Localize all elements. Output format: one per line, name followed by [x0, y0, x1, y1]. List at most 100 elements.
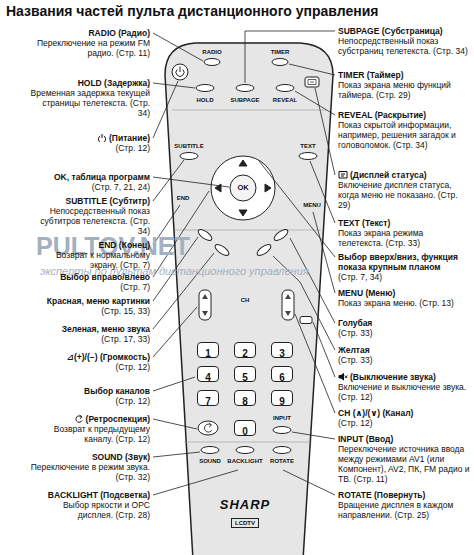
- part-name: (Ретроспекция): [86, 414, 150, 424]
- callout: SOUND (Звук)Переключение в режим звука. …: [28, 452, 150, 482]
- callout-heading: (Дисплей статуса): [338, 170, 470, 180]
- part-name: Зеленая, меню звука: [62, 324, 150, 334]
- blue-button: [272, 228, 289, 243]
- button-label: BACKLIGHT: [227, 458, 262, 464]
- rocker-marks: [202, 294, 291, 316]
- number-key: 5: [234, 366, 256, 382]
- brand-name: SHARP: [220, 497, 271, 512]
- leader-line: [153, 377, 195, 391]
- subtitle-button: [180, 153, 198, 160]
- button-label: INPUT: [273, 415, 291, 421]
- callout-body: (Стр. 7, 21, 24): [28, 182, 150, 192]
- callout-heading: (Питание): [28, 133, 150, 143]
- part-description: Возврат к нормальному экрану. (Стр. 7): [56, 250, 150, 270]
- callout-body: (Стр. 7): [28, 282, 150, 292]
- key-digit: 3: [279, 347, 285, 361]
- callout: MENU (Меню)Показ экрана меню. (Стр. 13): [338, 288, 470, 308]
- callout-heading: SUBTITLE (Субтитр): [28, 196, 150, 206]
- leader-line: [295, 314, 335, 413]
- number-key: 3: [271, 342, 293, 358]
- part-description: (Стр. 17, 33): [101, 334, 150, 344]
- symbol-stroke: [98, 134, 105, 142]
- callout-heading: REVEAL (Раскрытие): [338, 110, 470, 120]
- callout-heading: Зеленая, меню звука: [28, 324, 150, 334]
- part-name: ROTATE (Повернуть): [338, 490, 425, 500]
- part-description: Временная задержка текущей страницы теле…: [31, 88, 150, 118]
- flashback-symbol: [204, 423, 212, 432]
- leader-line: [290, 238, 335, 323]
- flashback-button: [198, 421, 218, 435]
- leader-line: [153, 83, 195, 88]
- callout: (Питание)(Стр. 12): [28, 133, 150, 153]
- callout: Красная, меню картинки(Стр. 15, 33): [28, 296, 150, 316]
- leader-line: [153, 81, 178, 138]
- key-digit: 7: [205, 395, 211, 409]
- leader-line: [245, 31, 335, 83]
- part-name: (Питание): [109, 133, 150, 143]
- radio-button: [204, 59, 220, 66]
- part-description: Выбор яркости и OPC дисплея. (Стр. 28): [63, 500, 150, 520]
- leader-line: [153, 160, 184, 201]
- callout-body: Показ экрана меню. (Стр. 13): [338, 298, 470, 308]
- part-name: (Выключение звука): [350, 372, 436, 382]
- part-description: (Стр. 12): [115, 362, 150, 372]
- leader-line: [313, 322, 335, 377]
- callout: TEXT (Текст)Показ экрана режима телетекс…: [338, 218, 470, 248]
- part-name: MENU (Меню): [338, 288, 395, 298]
- callout-body: (Стр. 12): [28, 362, 150, 372]
- callout-heading: OK, таблица программ: [28, 172, 150, 182]
- callout-heading: SUBPAGE (Субстраница): [338, 26, 470, 36]
- callout-heading: Голубая: [338, 318, 470, 328]
- callout-heading: TEXT (Текст): [338, 218, 470, 228]
- callout-heading: INPUT (Ввод): [338, 434, 470, 444]
- symbol-stroke: [79, 415, 81, 418]
- part-description: (Стр. 7, 34): [338, 272, 382, 282]
- part-name: Выбор вверх/вниз, функция показа крупным…: [338, 252, 458, 272]
- symbol-stroke: [75, 416, 81, 422]
- callout-heading: ⊿(+)/(−) (Громкость): [28, 352, 150, 362]
- callout: Выбор вверх/вниз, функция показа крупным…: [338, 252, 470, 282]
- callout: Зеленая, меню звука(Стр. 17, 33): [28, 324, 150, 344]
- callout-heading: Красная, меню картинки: [28, 296, 150, 306]
- part-name: HOLD (Задержка): [78, 78, 150, 88]
- leader-line: [153, 307, 197, 357]
- model-name: LCDTV: [231, 518, 259, 528]
- leader-line: [153, 470, 238, 495]
- part-description: Вращение дисплея в каждом направлении. (…: [338, 500, 453, 520]
- number-key: 7: [197, 390, 219, 406]
- key-digit: 1: [205, 347, 211, 361]
- part-description: Возврат к предыдущему каналу. (Стр. 12): [54, 424, 150, 444]
- callout: Выбор вправо/влево(Стр. 7): [28, 272, 150, 292]
- callout: (Выключение звука)Включение и выключение…: [338, 372, 470, 402]
- callout: (Ретроспекция)Возврат к предыдущему кана…: [28, 414, 150, 444]
- callout: INPUT (Ввод)Переключение источника ввода…: [338, 434, 470, 484]
- callout-body: Выбор яркости и OPC дисплея. (Стр. 28): [28, 500, 150, 520]
- callout-body: (Стр. 33): [338, 355, 470, 365]
- status-button: [305, 77, 319, 87]
- part-name: (Дисплей статуса): [350, 170, 426, 180]
- callout-heading: Выбор вверх/вниз, функция показа крупным…: [338, 252, 470, 272]
- button-label: TIMER: [271, 49, 290, 55]
- key-digit: 6: [279, 371, 285, 385]
- part-name: SUBTITLE (Субтитр): [66, 196, 150, 206]
- callout: SUBTITLE (Субтитр)Непосредственный показ…: [28, 196, 150, 236]
- callout-body: Включение дисплея статуса, когда меню не…: [338, 180, 470, 210]
- part-name: SUBPAGE (Субстраница): [338, 26, 443, 36]
- mute-button: [300, 317, 312, 324]
- button-label: MENU: [303, 202, 321, 208]
- callout-heading: BACKLIGHT (Подсветка): [28, 490, 150, 500]
- part-description: Переключение источника ввода между режим…: [338, 444, 470, 484]
- part-description: Переключение на режим FM радио. (Стр. 11…: [37, 38, 150, 58]
- leader-line: [289, 64, 335, 75]
- diagram-title: Названия частей пульта дистанционного уп…: [6, 3, 378, 19]
- leader-line: [259, 161, 335, 257]
- callout-body: (Стр. 12): [28, 143, 150, 153]
- button-label: HOLD: [197, 97, 214, 103]
- part-description: Переключение в режим звука. (Стр. 32): [31, 462, 150, 482]
- callout: CH (∧)/(∨) (Канал)(Стр. 12): [338, 408, 470, 428]
- text-button: [299, 153, 317, 160]
- part-name: Желтая: [338, 345, 370, 355]
- leader-line: [310, 161, 335, 223]
- number-key: 4: [197, 366, 219, 382]
